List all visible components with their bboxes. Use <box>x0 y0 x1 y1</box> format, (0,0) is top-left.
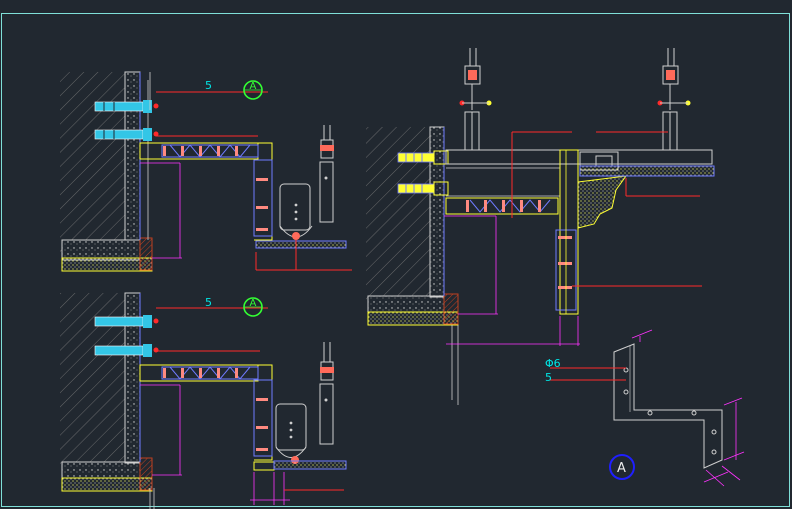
hanger-left <box>459 48 492 151</box>
hanger-right <box>657 48 691 151</box>
section-tag-mid: A <box>250 298 257 309</box>
anchor-bolt-yellow-upper <box>397 150 449 165</box>
floor-slab-1 <box>61 239 141 261</box>
anchor-bolt-lower-1 <box>94 128 159 141</box>
detail-2-bottom-left: 5 A <box>60 292 347 509</box>
anchor-bolt-lower-2 <box>94 344 159 357</box>
skirting-1 <box>139 237 153 271</box>
drawing-frame <box>1 13 790 507</box>
cornice-moulding <box>577 175 628 229</box>
anchor-bolt-upper-1 <box>94 100 159 113</box>
floor-finish-1 <box>61 257 153 272</box>
wall-stone-1 <box>124 71 141 241</box>
section-tag-bracket: A <box>617 461 626 476</box>
dim-label-phi6: Φ6 <box>545 357 561 370</box>
detail-3-right <box>366 48 715 405</box>
dim-label-5-mid: 5 <box>205 296 212 309</box>
bracket-detail-a: Φ6 5 A <box>545 329 745 487</box>
dim-label-5-bracket: 5 <box>545 371 552 384</box>
dim-label-5-top: 5 <box>205 79 212 92</box>
wall-hatch-1 <box>60 72 125 255</box>
detail-1-top-left: 5 A <box>60 71 352 272</box>
anchor-bolt-upper-2 <box>94 315 159 328</box>
section-tag-top: A <box>250 81 257 92</box>
anchor-bolt-yellow-lower <box>397 181 449 196</box>
